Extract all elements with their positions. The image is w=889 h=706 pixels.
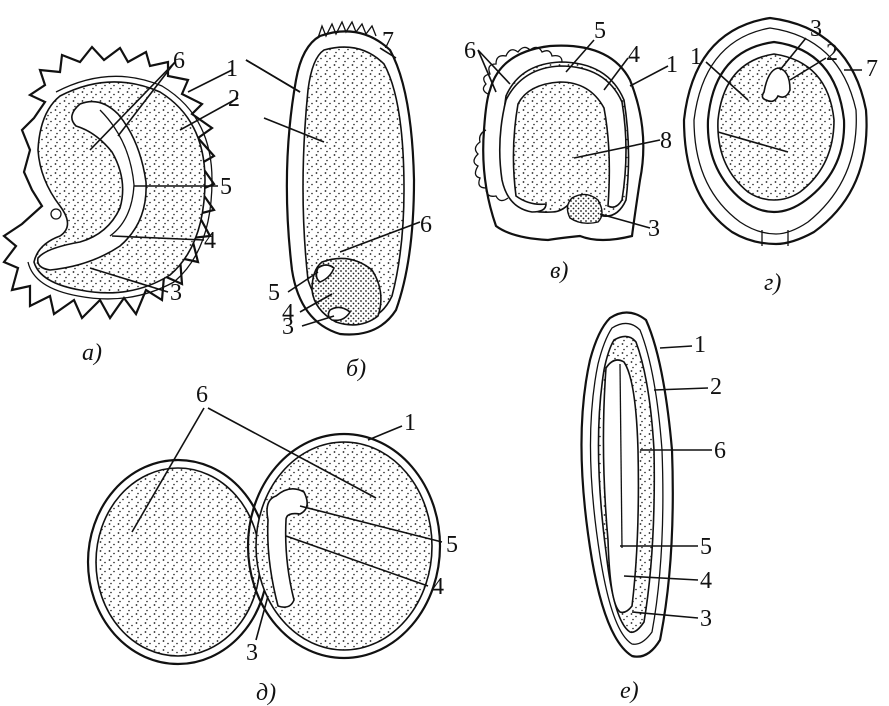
panel-d-label-3: 3 (810, 16, 822, 42)
panel-b-label-1: 1 (226, 56, 238, 82)
panel-e-right-cotyledon (246, 432, 442, 660)
panel-d-testa (706, 40, 846, 214)
panel-a-cotyledon-line (99, 109, 135, 237)
panel-b-label-3: 3 (282, 314, 294, 340)
panel-b-seed: 7 6 5 4 3 б) (245, 20, 432, 382)
panel-d-outer-inner-line (693, 27, 857, 235)
panel-b-label-7: 7 (382, 28, 394, 54)
panel-c-label-6: 6 (464, 38, 476, 64)
caption-c: в) (550, 258, 568, 284)
panel-e-label-1: 1 (404, 410, 416, 436)
panel-e-label-5: 5 (446, 532, 458, 558)
panel-a-label-5: 5 (220, 174, 232, 200)
panel-b-radicle (327, 306, 352, 322)
caption-f: е) (620, 678, 639, 704)
panel-c-label-1: 1 (666, 52, 678, 78)
caption-b: б) (346, 356, 366, 382)
panel-d-endosperm (717, 53, 835, 201)
panel-f-label-5: 5 (700, 534, 712, 560)
panel-f-label-1: 1 (694, 332, 706, 358)
panel-d-outer-coat (682, 16, 868, 246)
panel-b-fringe (317, 20, 377, 39)
panel-c-label-8: 8 (660, 128, 672, 154)
panel-f-coat-inner-line (589, 322, 664, 645)
panel-a-endosperm (33, 81, 206, 294)
panel-c-radicle-tip (566, 193, 603, 225)
panel-d-seed: 3 2 1 7 г) (682, 16, 878, 296)
panel-f-label-2: 2 (710, 374, 722, 400)
panel-f-cotyledon-split (619, 363, 623, 549)
caption-d: г) (764, 270, 781, 296)
caption-a: а) (82, 340, 102, 366)
panel-d-embryo (761, 67, 791, 103)
panel-d-label-7: 7 (866, 56, 878, 82)
panel-a-inner-coat-line (27, 75, 213, 300)
panel-e-label-4: 4 (432, 574, 444, 600)
panel-c-seed: 6 5 4 1 8 3 в) (464, 18, 678, 284)
panel-b-label-6: 6 (420, 212, 432, 238)
panel-a-label-4: 4 (204, 228, 216, 254)
panel-e-embryo-axis (266, 488, 308, 608)
panel-d-label-1: 1 (690, 44, 702, 70)
panel-f-outer-coat (580, 311, 674, 658)
panel-c-label-4: 4 (628, 42, 640, 68)
panel-f-label-4: 4 (700, 568, 712, 594)
panel-a-label-3: 3 (170, 280, 182, 306)
panel-a-hilum (50, 208, 62, 220)
panel-f-label-3: 3 (700, 606, 712, 632)
panel-f-seed: 1 2 6 5 4 3 е) (580, 311, 726, 704)
panel-e-label-6: 6 (196, 382, 208, 408)
panel-c-embryo (498, 65, 627, 213)
panel-c-label-3: 3 (648, 216, 660, 242)
panel-e-label-3: 3 (246, 640, 258, 666)
panel-b-label-4: 4 (282, 300, 294, 326)
panel-e-seed: 6 1 5 4 3 д) (86, 382, 458, 706)
panel-a-seed: 6 1 2 5 4 3 а) (2, 45, 240, 366)
caption-e: д) (256, 680, 276, 706)
panel-a-spiky-coat (2, 45, 216, 321)
panel-c-label-5: 5 (594, 18, 606, 44)
panel-b-label-5: 5 (268, 280, 280, 306)
panel-f-label-6: 6 (714, 438, 726, 464)
panel-e-left-cotyledon-inner (95, 467, 261, 657)
panel-a-label-6: 6 (173, 48, 185, 74)
panel-b-label-2: 2 (228, 86, 240, 112)
panel-d-label-2: 2 (826, 40, 838, 66)
panel-b-scutellum (315, 264, 335, 283)
